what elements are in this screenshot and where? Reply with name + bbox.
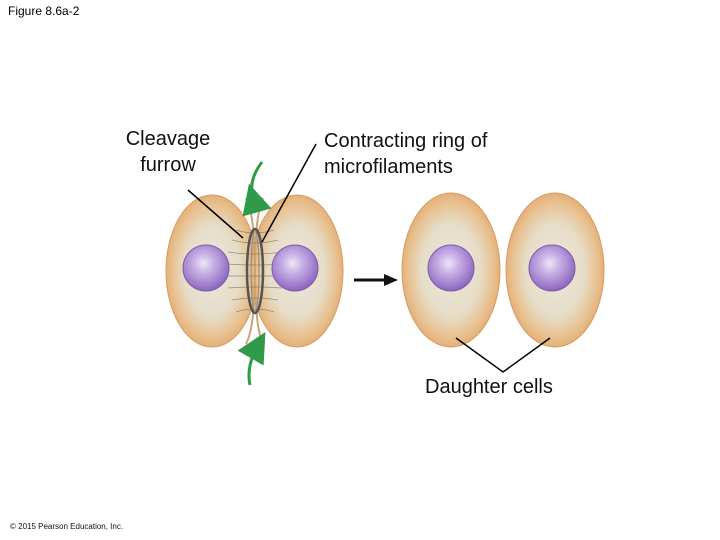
cleavage-furrow-label-line-1: Cleavage bbox=[125, 128, 211, 150]
green-arrow-bottom bbox=[237, 331, 266, 386]
daughter-cells-label: Daughter cells bbox=[425, 376, 553, 398]
daughter-cell-1 bbox=[401, 192, 501, 348]
nucleus bbox=[427, 244, 475, 292]
nucleus bbox=[528, 244, 576, 292]
contracting-ring bbox=[245, 227, 265, 315]
dividing-cell bbox=[165, 194, 344, 348]
cleavage-furrow-label-line-2: furrow bbox=[140, 154, 196, 176]
daughter-cell-2 bbox=[505, 192, 605, 348]
contracting-ring-label-line-2: microfilaments bbox=[324, 156, 453, 178]
green-arrow-top bbox=[242, 161, 272, 217]
contracting-ring-label: Contracting ring of microfilaments bbox=[324, 128, 487, 180]
leader-line-cleavage bbox=[187, 189, 244, 239]
nucleus bbox=[182, 244, 230, 292]
contracting-ring-label-line-1: Contracting ring of bbox=[324, 130, 488, 152]
leader-line-daughter bbox=[455, 337, 551, 373]
copyright-notice: © 2015 Pearson Education, Inc. bbox=[10, 522, 124, 531]
nucleus bbox=[271, 244, 319, 292]
figure-label: Figure 8.6a-2 bbox=[8, 4, 80, 18]
cleavage-furrow-label: Cleavage furrow bbox=[104, 126, 232, 178]
leader-line-ring bbox=[261, 143, 317, 243]
process-arrow bbox=[354, 274, 398, 286]
